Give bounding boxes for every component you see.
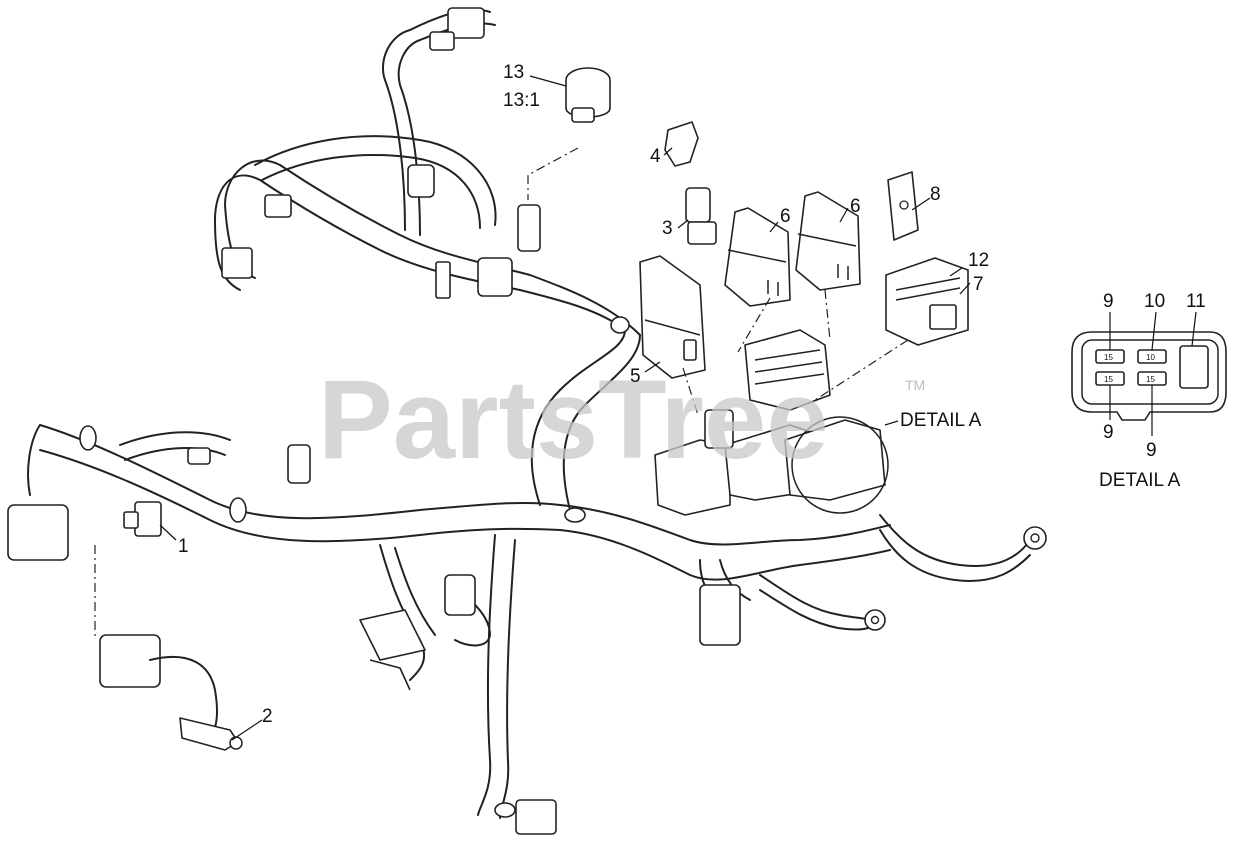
callout-leaders — [159, 75, 971, 741]
callout-3: 3 — [662, 218, 673, 239]
detail-a-inset: 15 10 15 15 9 10 11 9 9 DETAIL A — [1071, 291, 1227, 491]
part-6-relay-left — [724, 207, 791, 307]
part-5-relay — [639, 255, 706, 379]
detail-a-marker — [791, 416, 889, 514]
fuse-rating-4: 15 — [1146, 375, 1155, 384]
assembly-guides — [94, 147, 909, 640]
callout-1: 1 — [178, 536, 189, 557]
part-1-switch — [123, 501, 162, 537]
detail-a-title: DETAIL A — [1099, 470, 1181, 491]
callout-13-1: 13:1 — [503, 90, 540, 111]
callout-6-right: 6 — [850, 196, 861, 217]
part-2-ground-wire — [99, 634, 243, 751]
main-harness — [27, 8, 1031, 819]
relay-fuse-block — [654, 329, 886, 516]
watermark-text: PartsTree — [318, 357, 829, 482]
harness-connectors — [7, 7, 741, 835]
callout-labels: 1 2 3 4 5 6 6 7 8 12 13 13:1 DETAIL A — [178, 62, 989, 727]
callout-6-left: 6 — [780, 206, 791, 227]
fuse-rating-3: 15 — [1104, 375, 1113, 384]
detail-a-leader — [884, 420, 899, 426]
callout-13: 13 — [503, 62, 524, 83]
detail-callout-10: 10 — [1144, 291, 1165, 312]
part-4-clip — [664, 121, 699, 167]
detail-a-label: DETAIL A — [900, 410, 982, 431]
callout-7: 7 — [973, 274, 984, 295]
detail-callout-9-top: 9 — [1103, 291, 1114, 312]
part-8-bracket — [887, 171, 919, 241]
part-3-connector — [685, 187, 717, 245]
fuse-rating-2: 10 — [1146, 353, 1155, 362]
callout-12: 12 — [968, 250, 989, 271]
callout-2: 2 — [262, 706, 273, 727]
relay-slot — [1179, 345, 1209, 389]
watermark-trademark: TM — [905, 377, 925, 393]
detail-callout-11: 11 — [1186, 291, 1206, 312]
harness-clamps — [79, 261, 630, 818]
callout-5: 5 — [630, 366, 641, 387]
part-7-fuse-block — [885, 257, 969, 346]
callout-8: 8 — [930, 184, 941, 205]
callout-4: 4 — [650, 146, 661, 167]
ring-terminals — [864, 526, 1047, 631]
fuse-rating-1: 15 — [1104, 353, 1113, 362]
detail-callout-9-bottom-left: 9 — [1103, 422, 1114, 443]
detail-callout-9-bottom-right: 9 — [1146, 440, 1157, 461]
part-6-relay-right — [795, 191, 861, 291]
part-13-cap — [565, 67, 611, 123]
